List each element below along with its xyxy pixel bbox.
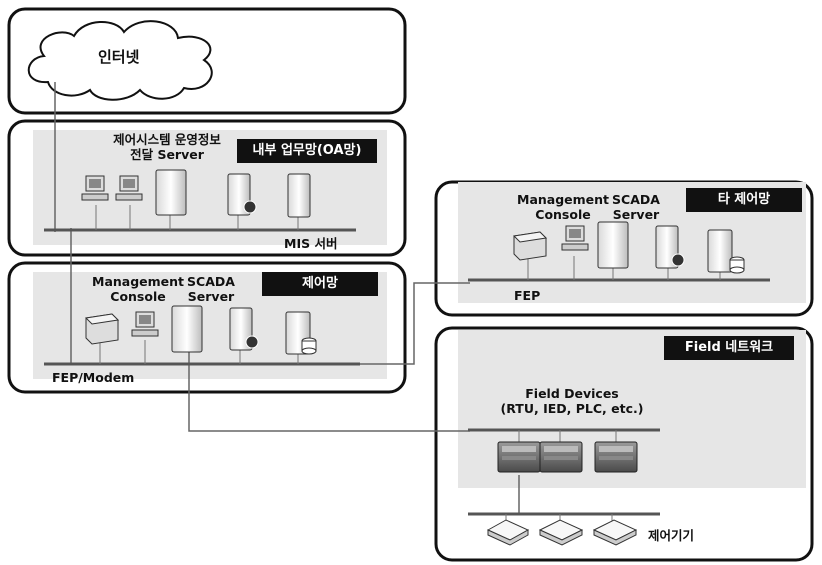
other-scada-label-line1: SCADA: [612, 192, 660, 207]
other-scada-label-line2: Server: [612, 207, 660, 222]
mis-server-icon: [287, 173, 311, 218]
connection-lines: [54, 82, 520, 515]
management-console-icon: [561, 225, 589, 251]
server-with-globe-icon: [227, 173, 257, 216]
server-with-globe-icon: [655, 225, 685, 269]
internet-label: 인터넷: [98, 48, 140, 66]
management-console-icon: [131, 311, 159, 337]
database-server-icon: [707, 229, 745, 274]
field-network-tag: Field 네트워크: [664, 336, 794, 360]
control-scada-label-line1: SCADA: [187, 274, 235, 289]
device-drop-lines: [95, 205, 721, 522]
workstation-icon: [115, 175, 143, 201]
control-console-label: Management Console: [92, 274, 184, 304]
field-device-rack-icon: [539, 441, 583, 473]
scada-server-icon: [171, 305, 203, 353]
oa-network-tag: 내부 업무망(OA망): [237, 139, 377, 163]
info-server-label-line1: 제어시스템 운영정보: [113, 132, 221, 147]
database-server-icon: [285, 311, 317, 355]
workstation-icon: [81, 175, 109, 201]
fep-icon: [512, 231, 548, 261]
control-scada-label-line2: Server: [187, 289, 235, 304]
field-devices-label: Field Devices (RTU, IED, PLC, etc.): [492, 386, 652, 416]
info-server-icon: [155, 169, 187, 216]
control-console-label-line1: Management: [92, 274, 185, 289]
controller-device-icon: [592, 519, 638, 546]
server-with-globe-icon: [229, 307, 259, 351]
field-devices-label-line2: (RTU, IED, PLC, etc.): [500, 401, 644, 416]
other-console-label-line1: Management: [517, 192, 610, 207]
info-server-label: 제어시스템 운영정보 전달 Server: [92, 132, 242, 162]
fep-modem-bus-label: FEP/Modem: [52, 370, 135, 385]
scada-server-icon: [597, 221, 629, 269]
info-server-label-line2: 전달 Server: [130, 147, 204, 162]
mis-bus-label: MIS 서버: [284, 236, 338, 251]
other-console-label: Management Console: [517, 192, 609, 222]
control-console-label-line2: Console: [110, 289, 166, 304]
other-network-tag: 타 제어망: [686, 188, 802, 212]
internet-cloud-icon: [27, 20, 213, 101]
field-devices-label-line1: Field Devices: [525, 386, 619, 401]
controller-device-icon: [486, 519, 530, 546]
controller-label: 제어기기: [648, 528, 695, 543]
field-device-rack-icon: [497, 441, 541, 473]
fep-bus-label: FEP: [514, 288, 541, 303]
field-device-rack-icon: [594, 441, 638, 473]
control-network-tag: 제어망: [262, 272, 378, 296]
other-console-label-line2: Console: [535, 207, 591, 222]
controller-device-icon: [538, 519, 584, 546]
control-scada-label: SCADA Server: [180, 274, 242, 304]
other-scada-label: SCADA Server: [605, 192, 667, 222]
fep-modem-icon: [84, 313, 120, 345]
